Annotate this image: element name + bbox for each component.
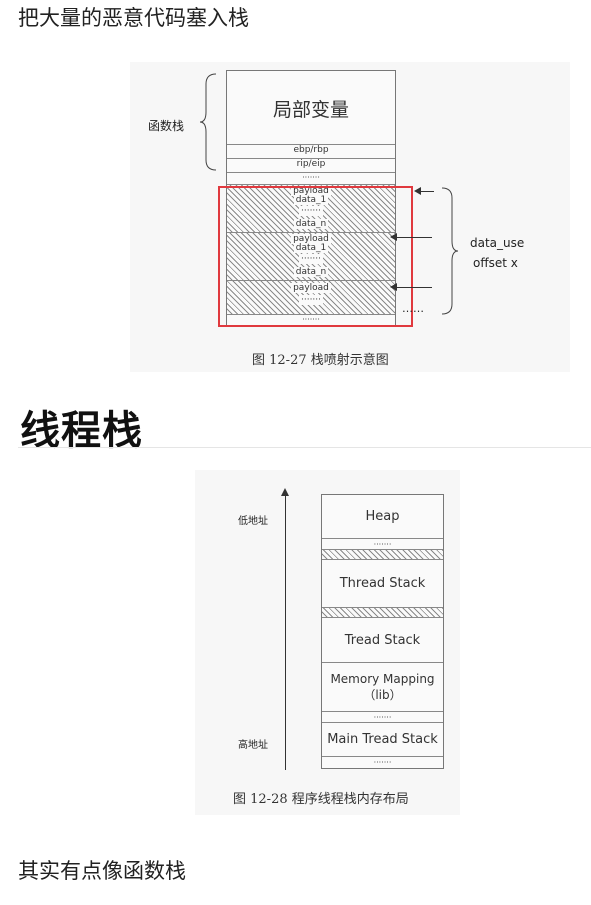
dots-label: ·······	[298, 206, 324, 216]
lib-label: （lib）	[363, 687, 402, 702]
low-addr-label: 低地址	[238, 516, 268, 527]
data-n-label: data_n	[293, 219, 329, 229]
data-use-label: data_use	[470, 236, 525, 250]
dots-cell-bottom: ·······	[302, 315, 320, 324]
section-heading: 线程栈	[20, 408, 143, 454]
dots-label: ·······	[298, 295, 324, 305]
heap-cell: Heap	[322, 495, 443, 539]
guard-cell	[322, 550, 443, 560]
side-dots: ……	[402, 302, 424, 315]
local-vars-cell: 局部变量	[227, 71, 395, 145]
thread-stack-diagram: Heap ······· Thread Stack Tread Stack Me…	[321, 494, 444, 769]
outro-text: 其实有点像函数栈	[18, 859, 186, 883]
tread-stack-cell: Tread Stack	[322, 618, 443, 663]
eip-cell: rip/eip	[227, 159, 395, 173]
payload-label: payload	[291, 234, 331, 244]
payload-block-2: payload data_1 ······· data_n	[227, 233, 395, 281]
data-n-label: data_n	[293, 267, 329, 277]
dots-label: ·······	[298, 254, 324, 264]
heading-divider	[18, 447, 591, 448]
figure1-caption: 图 12-27 栈喷射示意图	[252, 353, 389, 368]
highlight-box	[218, 186, 413, 327]
dots-cell-bottom: ·······	[373, 758, 392, 767]
func-stack-label: 函数栈	[148, 119, 185, 133]
payload-block-3: payload ·······	[227, 281, 395, 315]
data-1-label: data_1	[293, 195, 329, 205]
data-1-label: data_1	[293, 243, 329, 253]
stack-diagram: 局部变量 ebp/rbp rip/eip ······· payload dat…	[226, 70, 396, 326]
guard-cell	[322, 608, 443, 618]
offset-label: offset x	[473, 256, 518, 270]
payload-block-1: payload data_1 ······· data_n	[227, 185, 395, 233]
figure2-caption: 图 12-28 程序线程栈内存布局	[233, 792, 409, 807]
payload-label: payload	[291, 283, 331, 293]
ebp-cell: ebp/rbp	[227, 145, 395, 159]
dots-cell: ·······	[322, 712, 443, 723]
high-addr-label: 高地址	[238, 740, 268, 751]
func-stack-brace	[199, 73, 217, 171]
thread-stack-cell: Thread Stack	[322, 560, 443, 608]
memory-mapping-cell: Memory Mapping （lib）	[322, 663, 443, 712]
address-axis-arrow	[281, 488, 289, 770]
memory-mapping-label: Memory Mapping	[330, 671, 435, 686]
dots-cell: ·······	[322, 539, 443, 550]
arrow-left-icon	[390, 233, 432, 241]
payload-label: payload	[291, 186, 331, 196]
arrow-left-icon	[414, 187, 434, 195]
arrow-left-icon	[390, 283, 432, 291]
data-use-brace	[441, 187, 459, 315]
main-tread-stack-cell: Main Tread Stack	[322, 723, 443, 757]
intro-text: 把大量的恶意代码塞入栈	[18, 6, 249, 30]
dots-cell: ·······	[227, 173, 395, 185]
